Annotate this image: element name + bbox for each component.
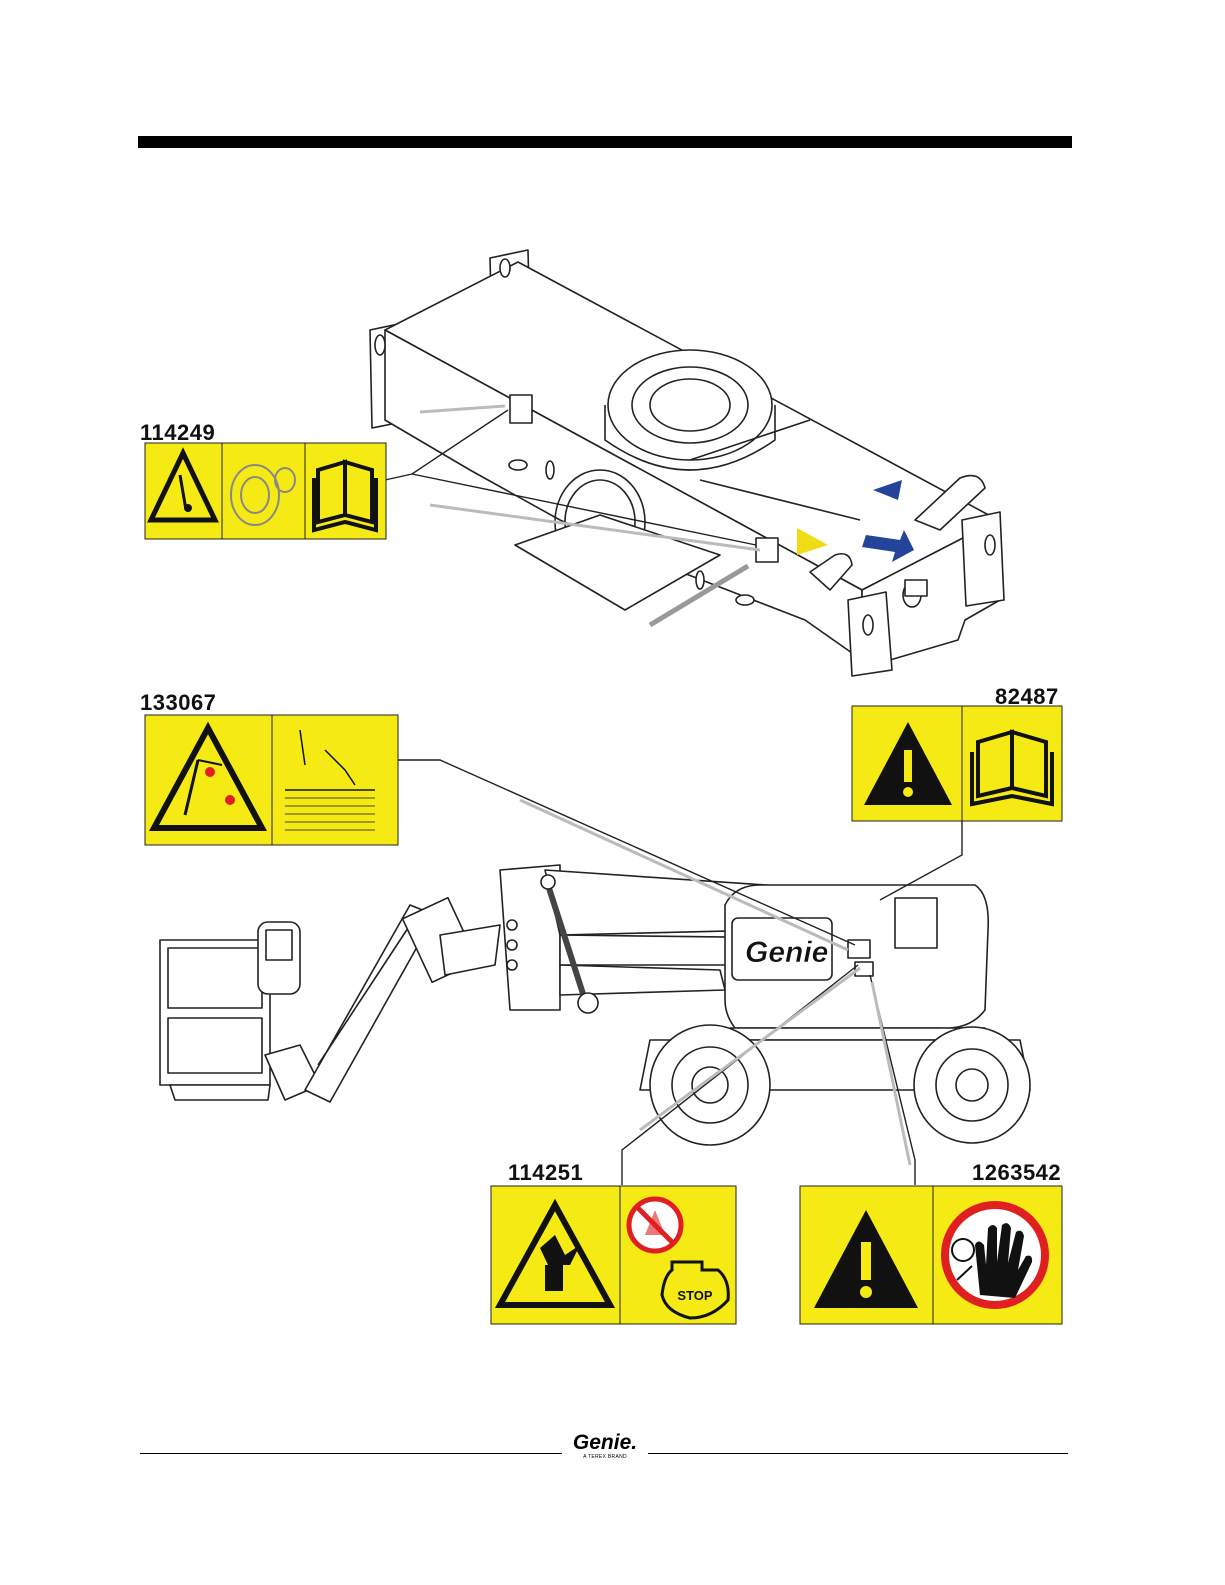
decal-114249 bbox=[145, 443, 386, 539]
no-flame-icon bbox=[629, 1199, 681, 1251]
decal-114251: STOP bbox=[491, 1186, 736, 1324]
decal-133067 bbox=[145, 715, 398, 845]
chassis-drawing bbox=[370, 250, 1004, 676]
decal-id-82487: 82487 bbox=[995, 684, 1059, 710]
decal-id-114249: 114249 bbox=[140, 420, 215, 446]
boom-lift-drawing bbox=[160, 865, 1030, 1145]
footer-logo: Genie. A TEREX BRAND bbox=[566, 1432, 644, 1460]
machine-brand-decal: Genie bbox=[745, 936, 828, 969]
footer-rule-left bbox=[140, 1453, 562, 1454]
footer-brand: Genie. bbox=[566, 1432, 644, 1454]
decal-id-133067: 133067 bbox=[140, 690, 216, 716]
footer-tagline: A TEREX BRAND bbox=[566, 1454, 644, 1460]
decal-id-1263542: 1263542 bbox=[972, 1160, 1061, 1186]
footer-rule-right bbox=[648, 1453, 1068, 1454]
decal-1263542 bbox=[800, 1186, 1062, 1324]
decal-id-114251: 114251 bbox=[508, 1160, 583, 1186]
decal-82487 bbox=[852, 706, 1062, 821]
svg-text:STOP: STOP bbox=[677, 1288, 712, 1303]
hand-stop-icon bbox=[945, 1205, 1045, 1305]
stop-engine-icon: STOP bbox=[662, 1262, 728, 1318]
